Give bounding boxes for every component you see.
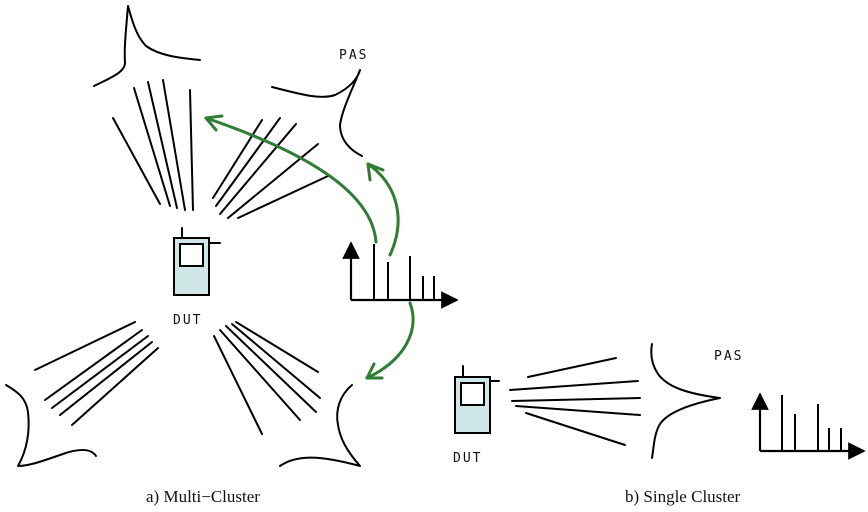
dut-label-multi: DUT — [173, 313, 202, 328]
single-cluster-panel: PAS DUT b) Single Cluster — [453, 343, 866, 506]
mobile-phone-icon — [454, 365, 500, 434]
ray-bundle-single — [509, 357, 641, 446]
pas-shape-single — [650, 343, 721, 459]
ray-bundle-bottom-right — [213, 321, 321, 435]
power-delay-profile-single — [751, 392, 866, 460]
ray-bundle-bottom-left — [34, 321, 159, 426]
pas-label-single: PAS — [714, 349, 743, 364]
mobile-phone-icon — [173, 227, 221, 296]
ray-bundle-top-left — [112, 79, 194, 211]
power-delay-profile-multi — [342, 241, 459, 309]
pas-shape-top-left — [93, 5, 201, 87]
caption-single-cluster: b) Single Cluster — [625, 487, 741, 506]
dut-label-single: DUT — [453, 451, 482, 466]
pas-shape-bottom-right — [279, 384, 361, 467]
pas-shape-top-right — [271, 69, 363, 157]
pas-label-multi: PAS — [339, 48, 368, 63]
pas-shape-bottom-left — [5, 384, 97, 467]
caption-multi-cluster: a) Multi−Cluster — [146, 487, 260, 506]
green-arrow-icon — [204, 114, 415, 380]
multi-cluster-panel: PAS — [5, 5, 459, 506]
ray-bundle-top-right — [212, 117, 329, 219]
